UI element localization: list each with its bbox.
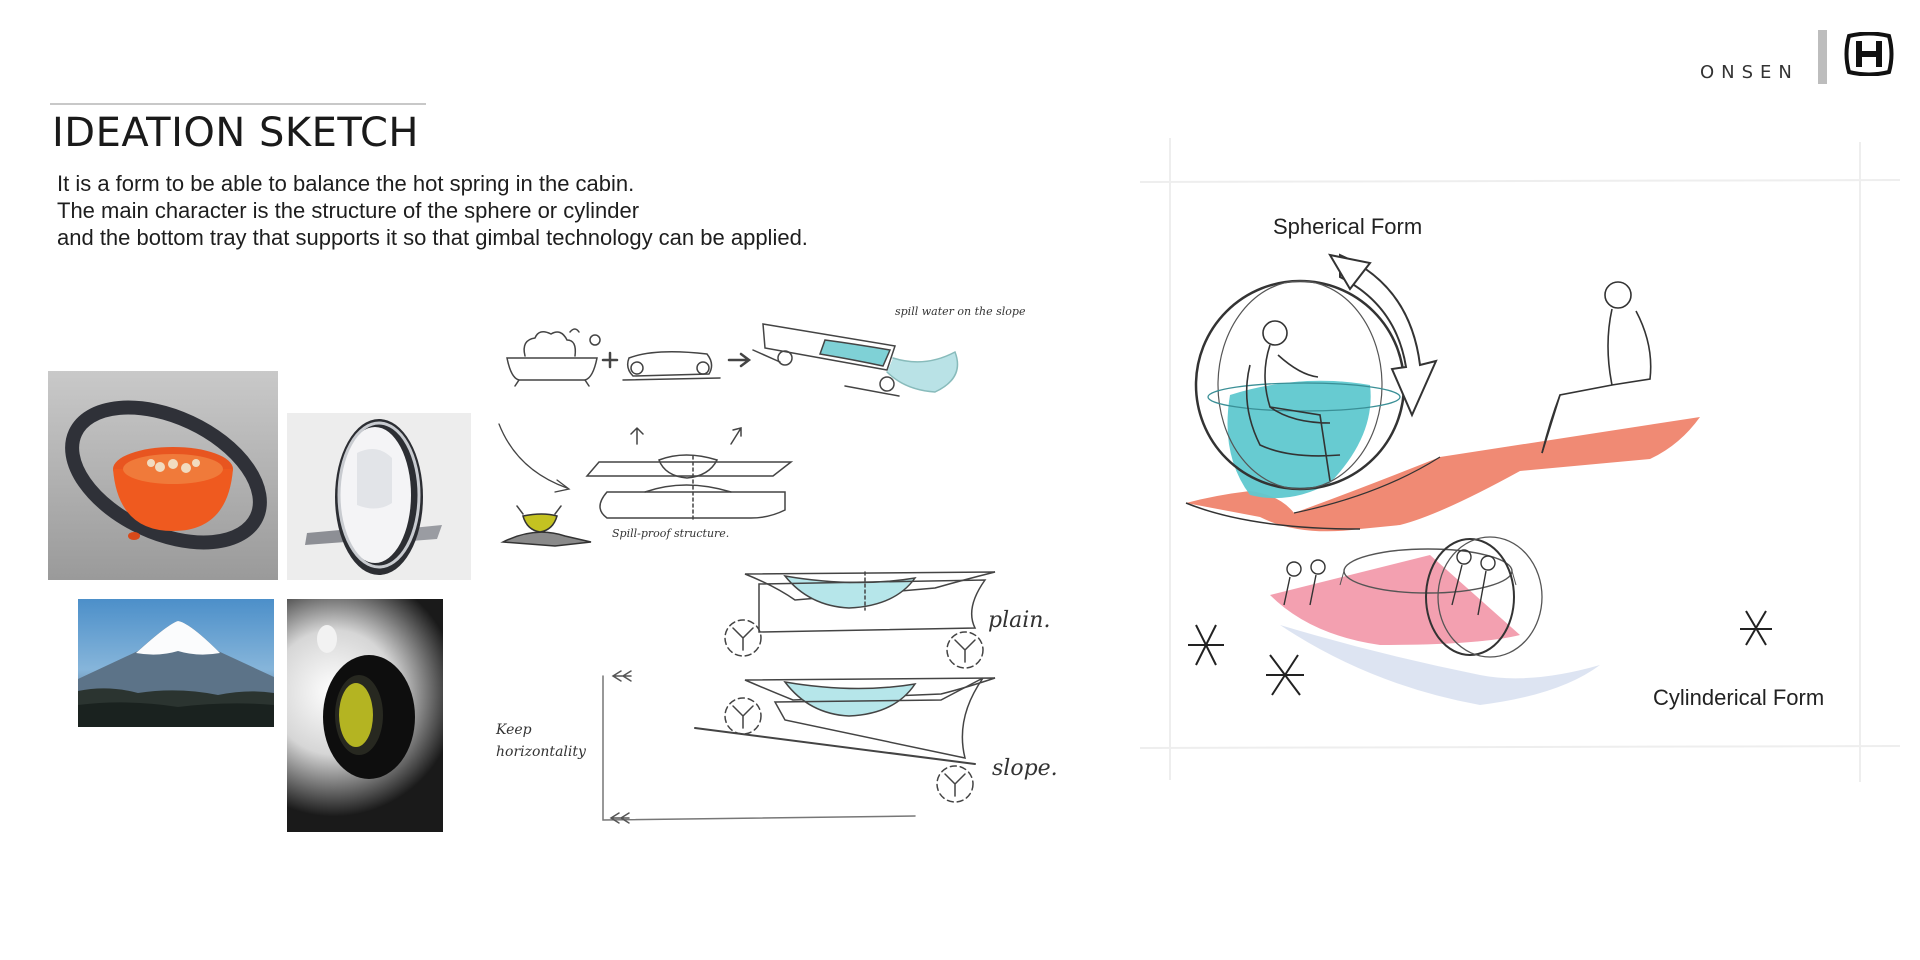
note-keep-line: horizontality [496, 744, 586, 760]
note-spill-proof: Spill-proof structure. [612, 527, 730, 540]
mount-fuji-photo [78, 599, 274, 727]
label-cylindrical-form: Cylinderical Form [1653, 685, 1825, 710]
concept-render [1185, 253, 1772, 705]
note-plain: plain. [988, 608, 1051, 633]
description-line: It is a form to be able to balance the h… [57, 171, 635, 196]
honda-h-logo-icon [1843, 31, 1895, 81]
page-title: IDEATION SKETCH [52, 110, 419, 156]
note-keep-line: Keep [496, 722, 532, 738]
brand-divider [1818, 30, 1827, 84]
brand-name: ONSEN [1700, 62, 1799, 83]
tea-cup-photo [287, 599, 443, 832]
description-line: and the bottom tray that supports it so … [57, 225, 808, 250]
description: It is a form to be able to balance the h… [57, 170, 808, 251]
unicycle-photo [287, 413, 471, 580]
process-sketches [498, 323, 996, 824]
concept-frame [1140, 138, 1900, 782]
note-keep-horizontality: Keep horizontality [496, 719, 586, 763]
note-spill-slope: spill water on the slope [895, 305, 1026, 318]
gyro-bowl-photo [48, 371, 278, 580]
title-divider [50, 103, 426, 105]
label-spherical-form: Spherical Form [1273, 214, 1423, 239]
note-slope: slope. [992, 756, 1058, 781]
description-line: The main character is the structure of t… [57, 198, 640, 223]
